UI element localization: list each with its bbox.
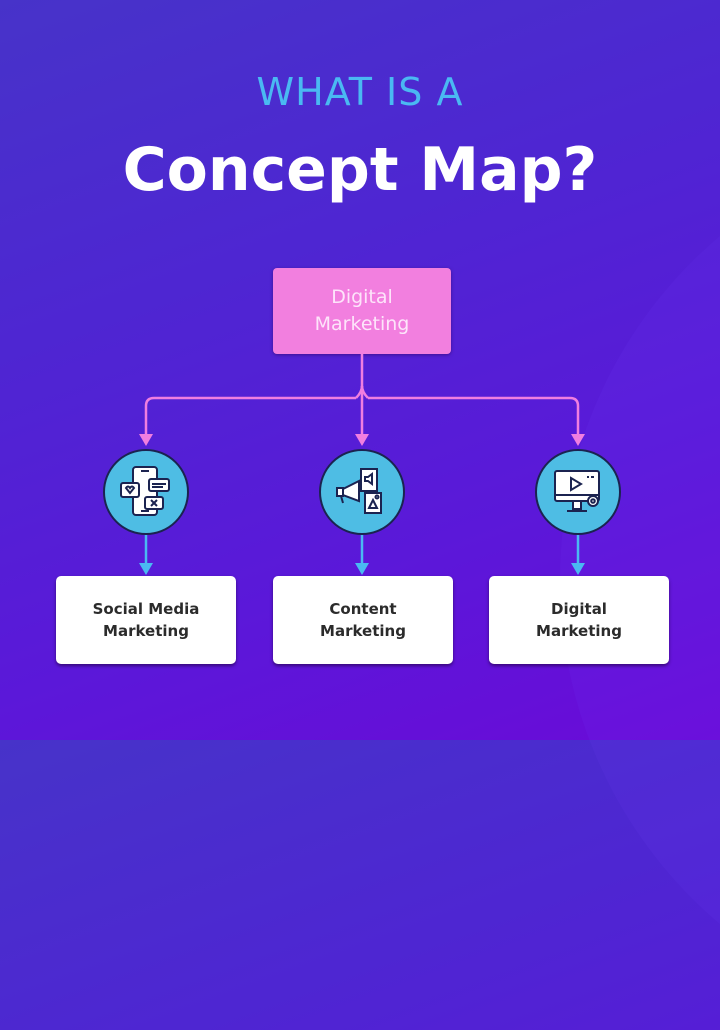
root-node-line2: Marketing xyxy=(314,313,410,335)
leaf-node-content-marketing: Content Marketing xyxy=(273,576,453,664)
root-node-digital-marketing: Digital Marketing xyxy=(273,268,451,354)
arrow-head-left xyxy=(139,434,153,446)
video-monitor-icon xyxy=(535,449,621,535)
leaf-line1: Content xyxy=(329,600,397,618)
page-title: Concept Map? xyxy=(122,135,598,205)
leaf-line2: Marketing xyxy=(536,622,622,640)
leaf-line2: Marketing xyxy=(320,622,406,640)
arrow-head-right xyxy=(571,434,585,446)
leaf-line2: Marketing xyxy=(103,622,189,640)
subtitle: WHAT IS A xyxy=(256,70,464,114)
social-media-phone-icon xyxy=(103,449,189,535)
root-node-line1: Digital xyxy=(331,286,393,308)
connector-lines xyxy=(139,354,585,575)
leaf-line1: Digital xyxy=(551,600,607,618)
leaf-line1: Social Media xyxy=(92,600,200,618)
leaf-node-social-media-marketing: Social Media Marketing xyxy=(56,576,236,664)
megaphone-content-icon xyxy=(319,449,405,535)
leaf-node-digital-marketing: Digital Marketing xyxy=(489,576,669,664)
arrow-head-center xyxy=(355,434,369,446)
